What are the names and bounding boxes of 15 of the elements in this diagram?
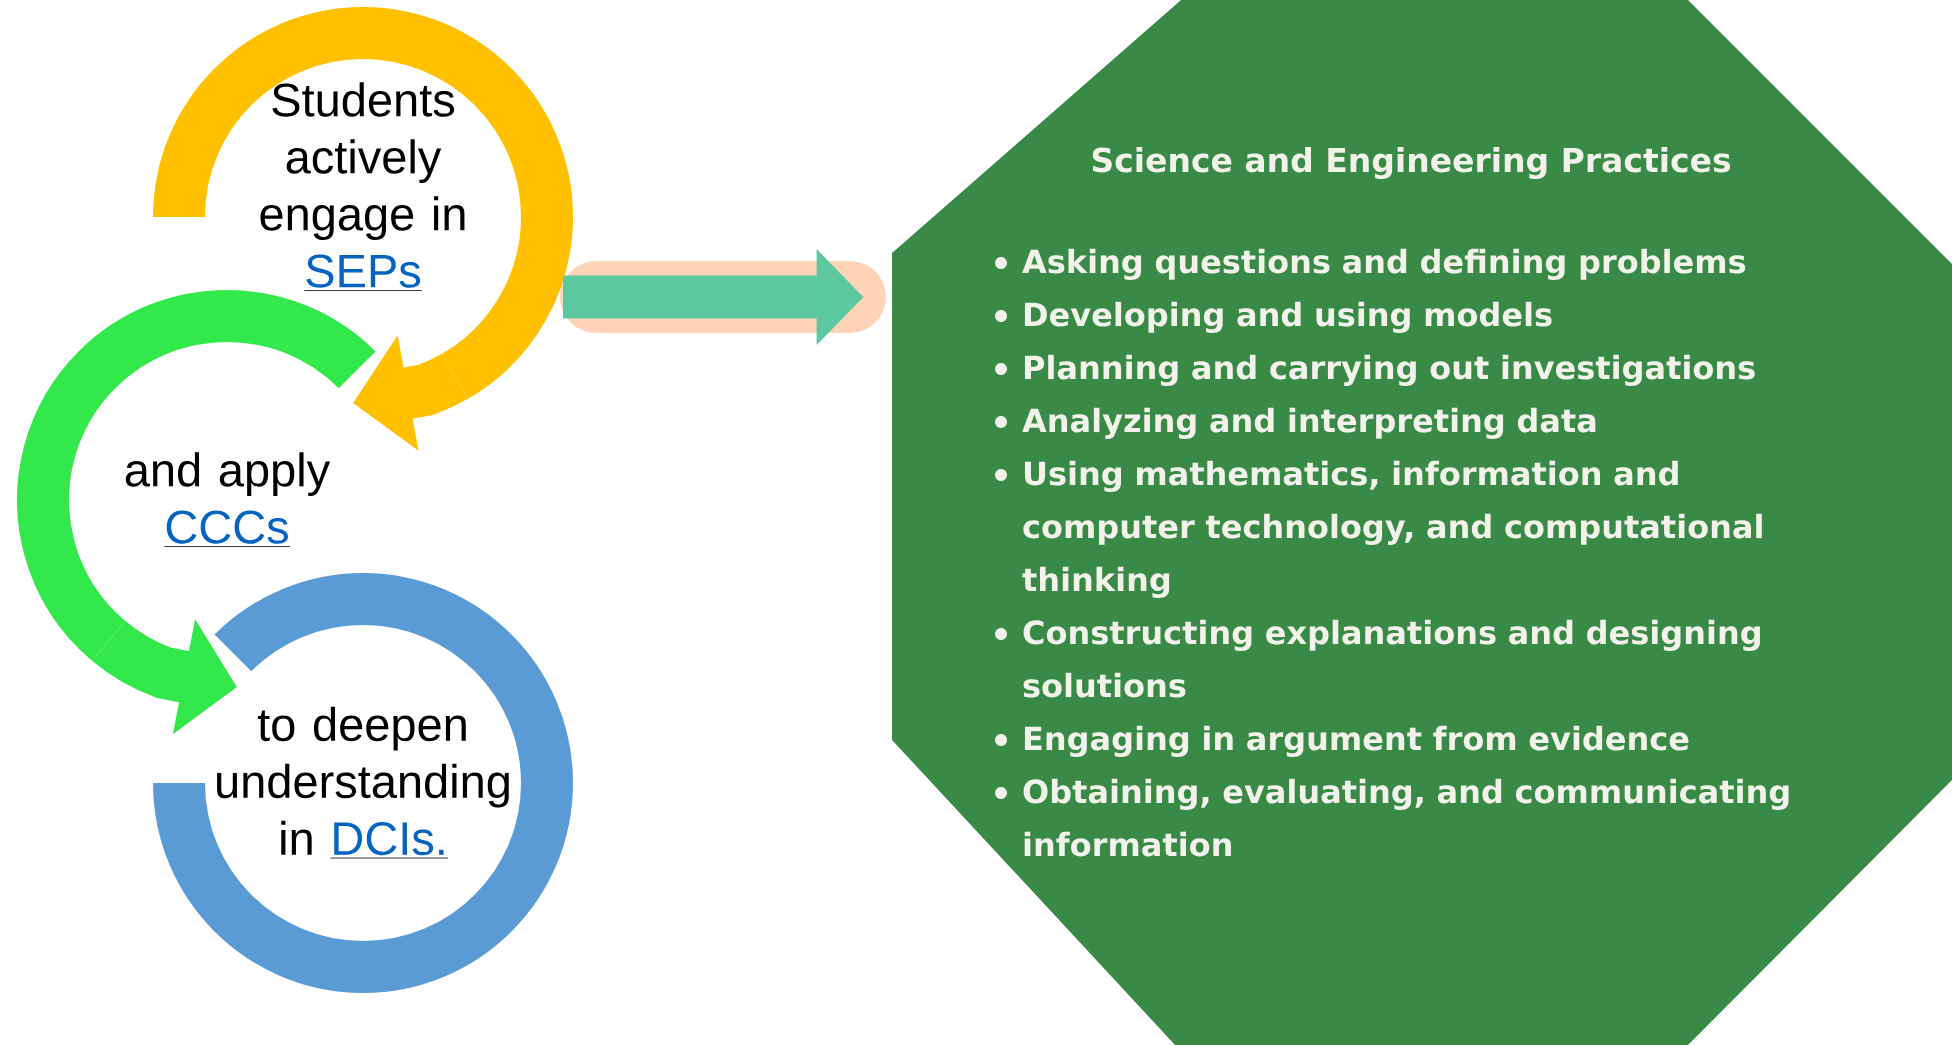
- bullet-item: Constructing explanations and designing solutions: [1023, 619, 1760, 698]
- bullet-item: Using mathematics, information and computer technology, and computational thinking: [1022, 460, 1762, 598]
- link: CCCs: [163, 510, 291, 547]
- stage-text: to deepen understanding in DCIs.: [217, 706, 509, 859]
- bullet-item: Asking questions and defining problems: [1022, 248, 1746, 280]
- bullet-item: Analyzing and interpreting data: [1022, 407, 1596, 439]
- link: DCIs.: [330, 822, 449, 859]
- bullet-item: Developing and using models: [1024, 301, 1552, 333]
- bullet-item: Planning and carrying out investigations: [1024, 354, 1755, 386]
- heading: Science and Engineering Practices: [1092, 146, 1731, 180]
- stage-text: and apply CCCs: [125, 452, 331, 547]
- link: SEPs: [303, 254, 423, 291]
- bullet-item: Engaging in argument from evidence: [1024, 725, 1689, 757]
- stage-text: Students actively engage in SEPs: [260, 82, 465, 291]
- bullet-item: Obtaining, evaluating, and communicating information: [1023, 778, 1789, 857]
